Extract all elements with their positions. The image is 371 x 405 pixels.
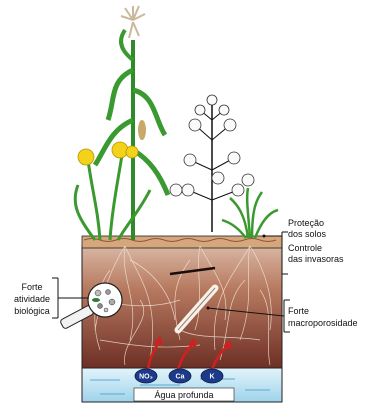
controle-label-1: Controle [288,243,322,253]
protecao-label-1: Proteção [288,218,324,228]
ion-potassium-label: K [209,374,214,381]
protecao-label-2: dos solos [288,229,327,239]
ion-calcium-label: Ca [176,374,185,381]
ion-potassium-badge: K [201,369,223,383]
forte-atividade-label-2: atividade [14,294,50,304]
ion-calcium-badge: Ca [169,369,191,383]
ion-nitrate-label: NO₃ [139,374,153,381]
forte-macro-label-2: macroporosidade [288,318,358,328]
controle-label-2: das invasoras [288,254,344,264]
forte-atividade-label-1: Forte [21,282,42,292]
forte-atividade-label-3: biológica [14,306,50,316]
deep-water-label: Água profunda [154,390,213,400]
grass-tuft-icon [222,188,278,238]
forte-macro-label-1: Forte [288,306,309,316]
maize-plant-icon [95,6,168,240]
ion-nitrate-badge: NO₃ [135,369,157,383]
